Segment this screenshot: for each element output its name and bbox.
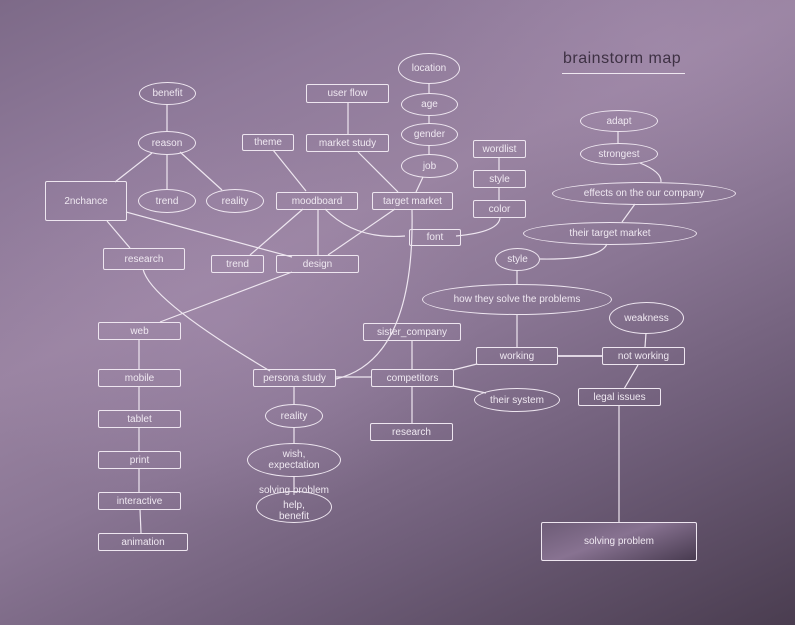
node-research-competitors[interactable]: research xyxy=(370,423,453,441)
node-persona-study[interactable]: persona study xyxy=(253,369,336,387)
node-their-target-market[interactable]: their target market xyxy=(523,222,697,245)
node-trend-moodboard[interactable]: trend xyxy=(211,255,264,273)
node-market-study[interactable]: market study xyxy=(306,134,389,152)
node-design[interactable]: design xyxy=(276,255,359,273)
node-how-they-solve[interactable]: how they solve the problems xyxy=(422,284,612,315)
node-age[interactable]: age xyxy=(401,93,458,116)
node-moodboard[interactable]: moodboard xyxy=(276,192,358,210)
node-target-market[interactable]: target market xyxy=(372,192,453,210)
edge-strongest-effects xyxy=(639,162,662,183)
node-wordlist[interactable]: wordlist xyxy=(473,140,526,158)
node-mobile[interactable]: mobile xyxy=(98,369,181,387)
node-theme[interactable]: theme xyxy=(242,134,294,151)
node-trend-reason[interactable]: trend xyxy=(138,189,196,213)
edge-moodboard-font xyxy=(324,208,406,238)
node-gender[interactable]: gender xyxy=(401,123,458,146)
node-legal-issues[interactable]: legal issues xyxy=(578,388,661,406)
node-their-system[interactable]: their system xyxy=(474,388,560,412)
edge-job-targetmarket xyxy=(415,176,424,193)
node-reality-reason[interactable]: reality xyxy=(206,189,264,213)
edge-interactive-animation xyxy=(139,508,142,534)
edge-reason-2nchance xyxy=(114,152,153,183)
node-adapt[interactable]: adapt xyxy=(580,110,658,132)
node-animation[interactable]: animation xyxy=(98,533,188,551)
edge-design-web xyxy=(159,271,293,323)
node-style-box[interactable]: style xyxy=(473,170,526,188)
node-weakness[interactable]: weakness xyxy=(609,302,684,334)
node-tablet[interactable]: tablet xyxy=(98,410,181,428)
page-title: brainstorm map xyxy=(563,50,682,67)
node-font[interactable]: font xyxy=(409,229,461,246)
node-web[interactable]: web xyxy=(98,322,181,340)
node-competitors[interactable]: competitors xyxy=(371,369,454,387)
node-research[interactable]: research xyxy=(103,248,185,270)
node-benefit[interactable]: benefit xyxy=(139,82,196,105)
edge-2nchance-design xyxy=(125,211,293,258)
node-user-flow[interactable]: user flow xyxy=(306,84,389,103)
edge-effects-theirtarget xyxy=(621,203,636,223)
node-style-ellipse[interactable]: style xyxy=(495,248,540,271)
node-reality-persona[interactable]: reality xyxy=(265,404,323,428)
edge-theme-moodboard xyxy=(272,149,307,192)
node-wish-expectation[interactable]: wish, expectation xyxy=(247,443,341,477)
node-color[interactable]: color xyxy=(473,200,526,218)
edge-moodboard-trend xyxy=(249,208,304,256)
edge-research-persona xyxy=(142,268,271,372)
node-interactive[interactable]: interactive xyxy=(98,492,181,510)
edge-2nchance-research xyxy=(106,220,131,249)
node-effects-on-company[interactable]: effects on the our company xyxy=(552,182,736,205)
node-not-working[interactable]: not working xyxy=(602,347,685,365)
node-sister-company[interactable]: sister_company xyxy=(363,323,461,341)
edge-marketstudy-targetmarket xyxy=(357,151,399,193)
edge-competitors-working xyxy=(452,363,478,371)
node-job[interactable]: job xyxy=(401,154,458,178)
title-underline xyxy=(562,73,685,75)
node-location[interactable]: location xyxy=(398,53,460,84)
edge-weakness-notworking xyxy=(644,332,647,348)
node-2nchance[interactable]: 2nchance xyxy=(45,181,127,221)
node-solving-problem[interactable]: solving problem xyxy=(541,522,697,561)
edge-reason-reality xyxy=(179,151,223,191)
edge-theirtarget-style xyxy=(539,243,608,260)
node-help-benefit[interactable]: help, benefit xyxy=(256,491,332,523)
edge-color-font xyxy=(455,216,501,237)
label-solving-problem: solving problem xyxy=(258,485,330,496)
edge-notworking-legal xyxy=(623,364,639,390)
node-reason[interactable]: reason xyxy=(138,131,196,155)
node-print[interactable]: print xyxy=(98,451,181,469)
edge-competitors-theirsystem xyxy=(452,385,487,394)
node-strongest[interactable]: strongest xyxy=(580,143,658,165)
node-working[interactable]: working xyxy=(476,347,558,365)
edge-targetmarket-persona xyxy=(335,209,413,380)
